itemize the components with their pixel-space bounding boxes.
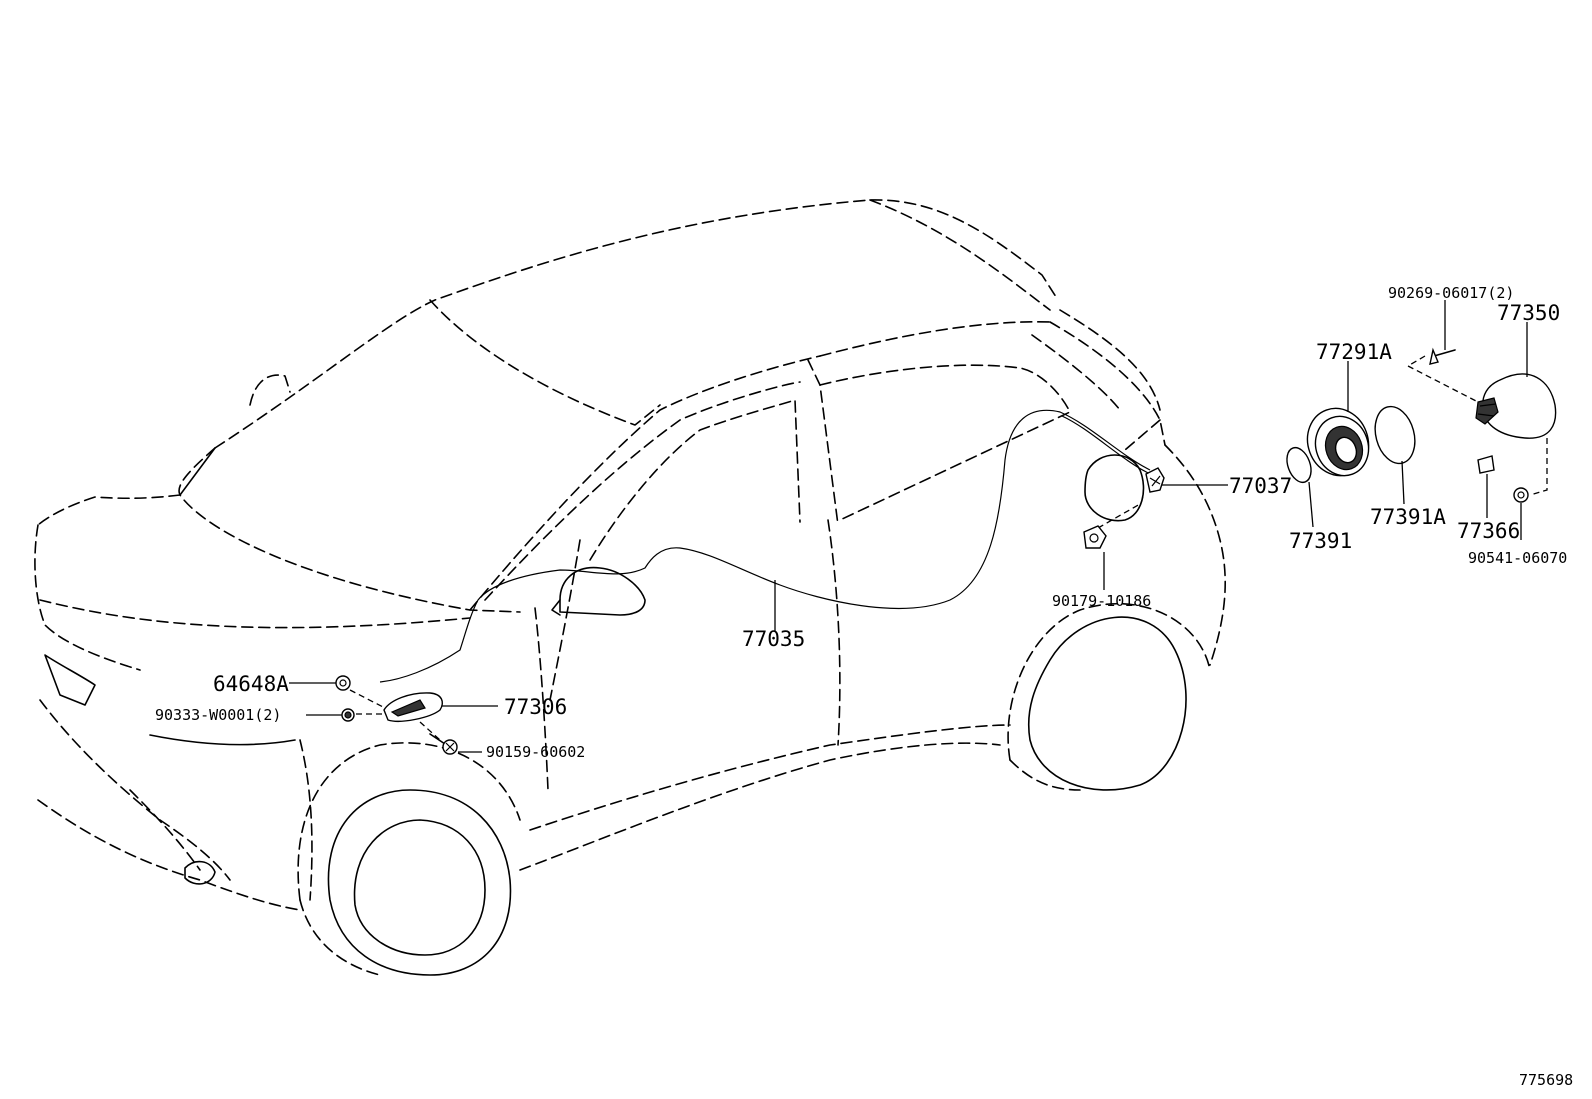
- label-90269: 90269-06017(2): [1388, 284, 1514, 302]
- hinge: [1475, 397, 1499, 425]
- label-90333: 90333-W0001(2): [155, 706, 281, 724]
- part-77391A[interactable]: [1369, 402, 1421, 468]
- part-90159[interactable]: [429, 733, 458, 755]
- part-90541[interactable]: [1513, 487, 1529, 503]
- label-77350: 77350: [1497, 301, 1560, 325]
- part-77037[interactable]: [1145, 467, 1165, 493]
- car-body: [34, 199, 1226, 976]
- label-77291A: 77291A: [1316, 340, 1392, 364]
- label-90541: 90541-06070: [1468, 549, 1567, 567]
- fuel-door-opening: [1084, 454, 1145, 522]
- part-90269[interactable]: [1429, 347, 1456, 365]
- label-77035: 77035: [742, 627, 805, 651]
- part-64648A[interactable]: [335, 675, 351, 691]
- label-64648A: 64648A: [213, 672, 289, 696]
- label-77391A: 77391A: [1370, 505, 1446, 529]
- label-77037: 77037: [1229, 474, 1292, 498]
- part-77366[interactable]: [1477, 455, 1495, 474]
- cable-77035: [379, 409, 1151, 683]
- label-77391: 77391: [1289, 529, 1352, 553]
- part-77350[interactable]: [1481, 373, 1557, 439]
- label-90179: 90179-10186: [1052, 592, 1151, 610]
- part-77391[interactable]: [1283, 444, 1316, 485]
- part-77306[interactable]: [383, 692, 443, 722]
- label-77306: 77306: [504, 695, 567, 719]
- labels: 90269-06017(2) 77350 77291A 77037 77391 …: [155, 284, 1573, 1089]
- figure-ref: 775698: [1519, 1071, 1573, 1089]
- part-77291A[interactable]: [1298, 400, 1378, 484]
- label-90159: 90159-60602: [486, 743, 585, 761]
- part-90333[interactable]: [341, 708, 355, 722]
- leader-lines: [289, 300, 1528, 753]
- part-90179[interactable]: [1083, 525, 1107, 549]
- label-77366: 77366: [1457, 519, 1520, 543]
